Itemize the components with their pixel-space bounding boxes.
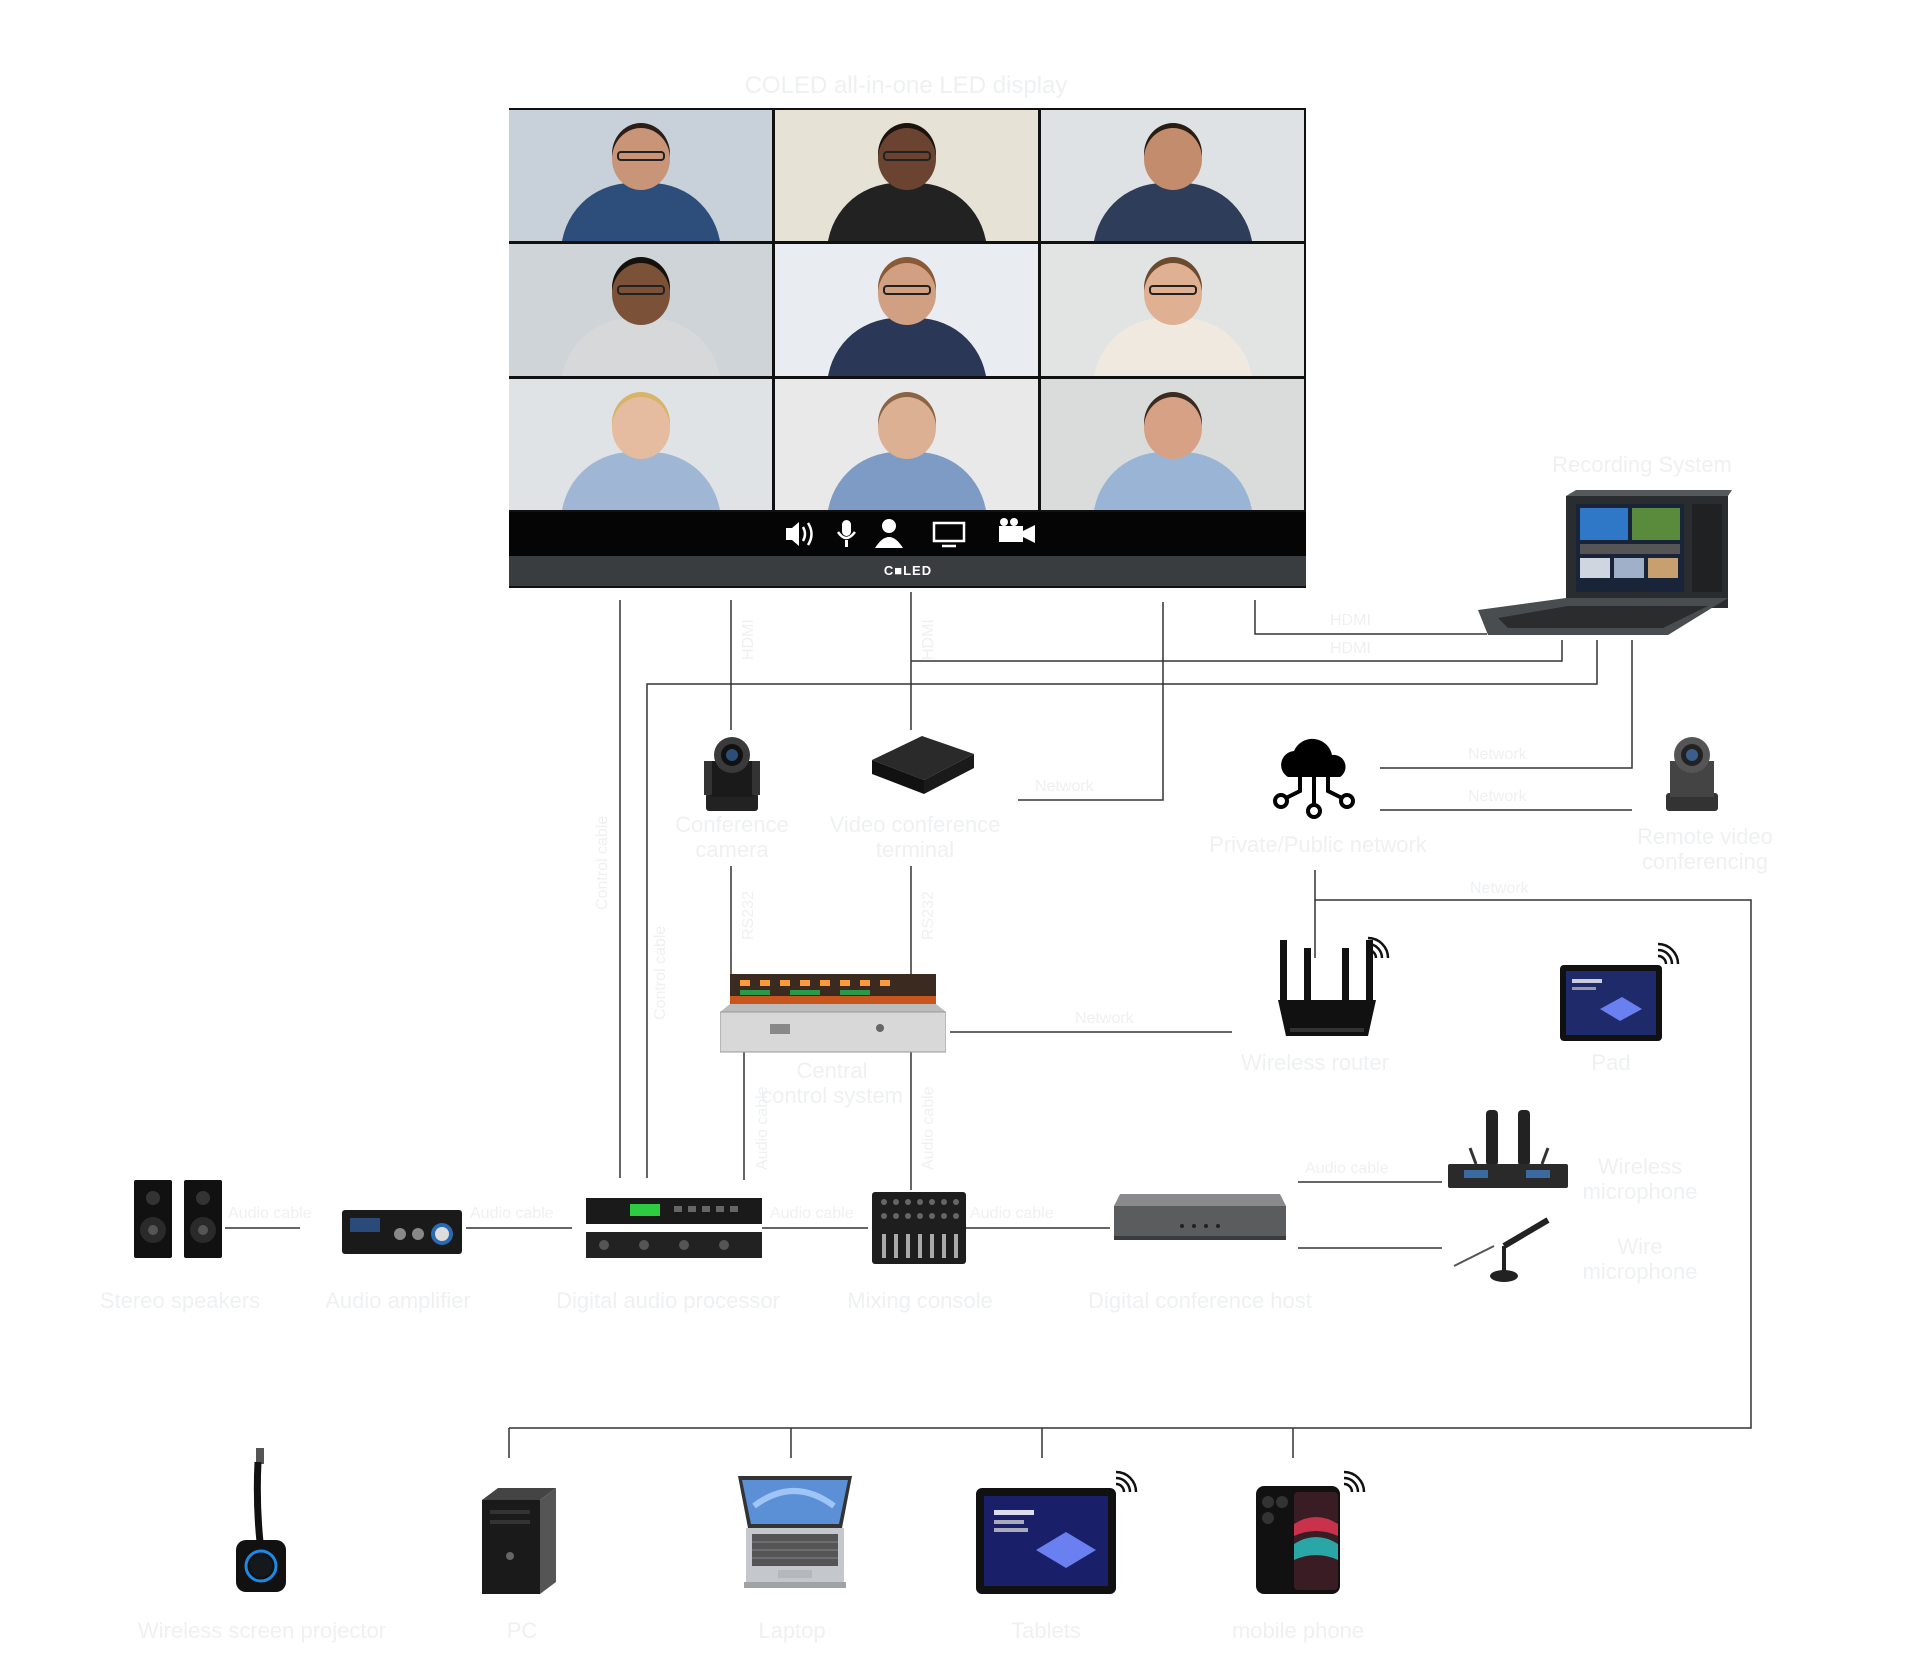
wire-label: HDMI bbox=[1330, 612, 1371, 629]
display-title: COLED all-in-one LED display bbox=[744, 72, 1068, 99]
wire-label: HDMI bbox=[740, 619, 757, 660]
wire-label: Audio cable bbox=[920, 1086, 937, 1170]
microphone-icon bbox=[836, 520, 856, 547]
mixing-console bbox=[872, 1192, 966, 1264]
wire-label: Network bbox=[1075, 1010, 1134, 1027]
wire-label: RS232 bbox=[740, 891, 757, 940]
video-camera-icon bbox=[999, 518, 1035, 543]
network-cloud-icon bbox=[1273, 738, 1355, 819]
pc bbox=[482, 1488, 556, 1594]
stereo-speakers-label: Stereo speakers bbox=[99, 1288, 261, 1313]
participant-tile bbox=[509, 244, 772, 376]
wire-label: Audio cable bbox=[470, 1205, 554, 1222]
wired-microphone-label: Wire microphone bbox=[1582, 1234, 1698, 1285]
control-tablet bbox=[1560, 965, 1662, 1041]
person-icon bbox=[875, 519, 903, 548]
wire-label: Audio cable bbox=[1305, 1160, 1389, 1177]
wire-label: Audio cable bbox=[970, 1205, 1054, 1222]
glasses bbox=[882, 285, 931, 296]
participant-face bbox=[1143, 128, 1202, 191]
wire-label: Control cable bbox=[652, 925, 669, 1020]
laptop-label: Laptop bbox=[758, 1618, 826, 1643]
remote-conferencing-label: Remote video conferencing bbox=[1637, 824, 1773, 875]
participant-tile bbox=[1041, 244, 1304, 376]
recording-system bbox=[1478, 490, 1732, 635]
tablet bbox=[976, 1488, 1116, 1594]
glasses bbox=[616, 285, 665, 296]
speaker-icon bbox=[786, 522, 813, 546]
participant-face bbox=[1143, 397, 1202, 460]
pc-label: PC bbox=[506, 1618, 538, 1643]
brand-logo: C■LED bbox=[883, 563, 933, 578]
wireless-microphone-label: Wireless microphone bbox=[1582, 1154, 1698, 1205]
participant-tile bbox=[775, 244, 1038, 376]
participant-tile bbox=[1041, 378, 1304, 510]
video-conference-terminal-label: Video conference terminal bbox=[829, 812, 1001, 863]
conference-camera bbox=[704, 737, 760, 811]
participant-tile bbox=[509, 378, 772, 510]
wifi-icon bbox=[1343, 1470, 1366, 1492]
wire-label: Network bbox=[1035, 778, 1094, 795]
digital-conference-host bbox=[1114, 1194, 1286, 1240]
wireless-router-label: Wireless router bbox=[1241, 1050, 1389, 1075]
wifi-icon bbox=[1367, 936, 1390, 958]
display-toolbar bbox=[509, 512, 1306, 556]
display-bezel bbox=[509, 556, 1306, 586]
mobile-phone bbox=[1256, 1486, 1340, 1594]
wire-label: Audio cable bbox=[228, 1205, 312, 1222]
control-tablet-label: Pad bbox=[1591, 1050, 1631, 1075]
wireless-screen-projector bbox=[236, 1448, 286, 1592]
digital-audio-processor-label: Digital audio processor bbox=[556, 1288, 780, 1313]
participant-tile bbox=[775, 110, 1038, 242]
glasses bbox=[1148, 285, 1197, 296]
tablet-label: Tablets bbox=[1011, 1618, 1081, 1643]
wireless-microphone bbox=[1448, 1110, 1568, 1188]
wifi-icon bbox=[1657, 942, 1680, 964]
stereo-speakers bbox=[134, 1180, 222, 1258]
mixing-console-label: Mixing console bbox=[847, 1288, 993, 1313]
audio-amplifier-label: Audio amplifier bbox=[325, 1288, 471, 1313]
audio-amplifier bbox=[342, 1210, 462, 1254]
participant-tile bbox=[1041, 110, 1304, 242]
participant-face bbox=[611, 397, 670, 460]
video-call-grid bbox=[509, 110, 1304, 510]
wire-label: Control cable bbox=[594, 815, 611, 910]
laptop bbox=[738, 1476, 852, 1588]
monitor-icon bbox=[932, 521, 966, 548]
digital-conference-host-label: Digital conference host bbox=[1088, 1288, 1312, 1313]
video-conference-terminal bbox=[872, 736, 974, 794]
central-control-system bbox=[720, 974, 946, 1053]
conference-camera-label: Conference camera bbox=[675, 812, 789, 863]
wire-label: HDMI bbox=[920, 619, 937, 660]
glasses bbox=[616, 150, 665, 161]
wire-label: Network bbox=[1470, 880, 1529, 897]
wire-label: RS232 bbox=[920, 891, 937, 940]
wire-label: Network bbox=[1468, 788, 1527, 805]
participant-face bbox=[877, 397, 936, 460]
wireless-router bbox=[1278, 940, 1376, 1036]
digital-audio-processor bbox=[586, 1198, 762, 1258]
participant-tile bbox=[509, 110, 772, 242]
remote-camera bbox=[1666, 737, 1718, 811]
wire-label: Audio cable bbox=[770, 1205, 854, 1222]
network-label: Private/Public network bbox=[1209, 832, 1427, 857]
participant-tile bbox=[775, 378, 1038, 510]
glasses bbox=[882, 150, 931, 161]
wifi-icon bbox=[1115, 1470, 1138, 1492]
wire-label: HDMI bbox=[1330, 640, 1371, 657]
wired-microphone bbox=[1453, 1217, 1550, 1282]
mobile-phone-label: mobile phone bbox=[1231, 1618, 1365, 1643]
wire-label: Network bbox=[1468, 746, 1527, 763]
recording-system-label: Recording System bbox=[1552, 452, 1732, 477]
central-control-label: Central control system bbox=[761, 1058, 903, 1109]
wireless-screen-projector-label: Wireless screen projector bbox=[137, 1618, 387, 1643]
